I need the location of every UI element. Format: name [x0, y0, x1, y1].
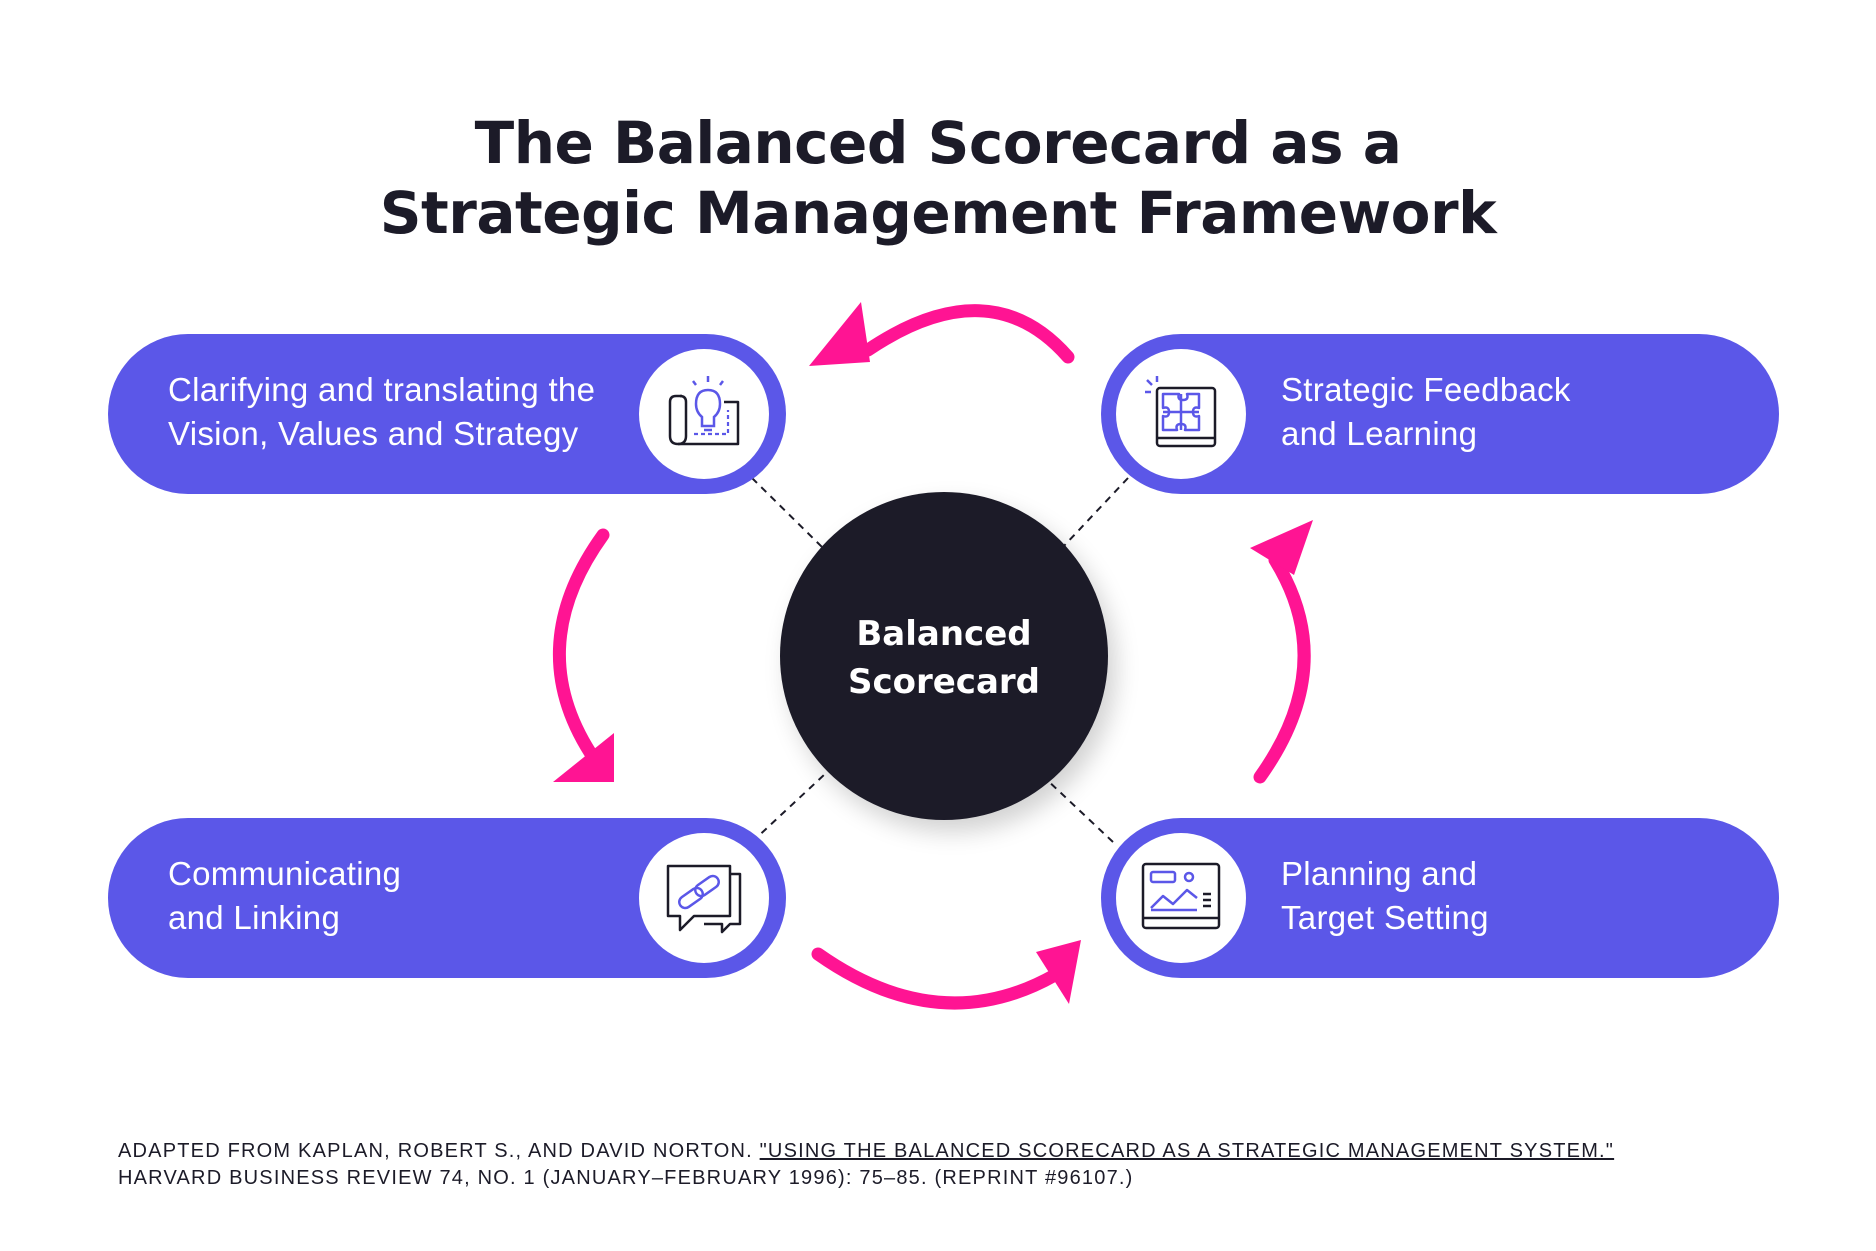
chat-link-icon	[666, 864, 742, 934]
connector-vision	[751, 477, 824, 549]
center-node: Balanced Scorecard	[780, 492, 1108, 820]
node-vision: Clarifying and translating the Vision, V…	[108, 334, 786, 494]
dashboard-chart-icon	[1141, 862, 1221, 930]
connector-feedback	[1061, 477, 1129, 549]
source-line-2: HARVARD BUSINESS REVIEW 74, NO. 1 (JANUA…	[118, 1167, 1134, 1189]
node-planning: Planning and Target Setting	[1101, 818, 1779, 978]
arrow-bottom	[811, 947, 1062, 1010]
arrow-top	[861, 304, 1075, 364]
connector-communicating	[751, 773, 826, 843]
node-planning-label: Planning and Target Setting	[1281, 855, 1489, 936]
arrowhead-right	[1250, 520, 1313, 575]
arrowhead-top	[809, 302, 870, 366]
source-line-1: ADAPTED FROM KAPLAN, ROBERT S., AND DAVI…	[118, 1140, 1615, 1162]
source-citation: ADAPTED FROM KAPLAN, ROBERT S., AND DAVI…	[118, 1138, 1614, 1192]
node-planning-icon-circle	[1116, 833, 1246, 963]
node-communicating-icon-circle	[639, 833, 769, 963]
node-feedback-label: Strategic Feedback and Learning	[1281, 371, 1571, 452]
connector-planning	[1044, 777, 1114, 843]
node-vision-icon-circle	[639, 349, 769, 479]
center-label: Balanced Scorecard	[847, 614, 1041, 702]
arrow-left	[552, 528, 610, 767]
node-communicating-label: Communicating and Linking	[168, 855, 402, 936]
arrowhead-bottom	[1036, 940, 1081, 1004]
diagram-title: The Balanced Scorecard as a Strategic Ma…	[0, 108, 1876, 248]
node-communicating: Communicating and Linking	[108, 818, 786, 978]
title-line-1: The Balanced Scorecard as a	[474, 109, 1402, 177]
puzzle-icon	[1145, 376, 1217, 448]
arrowhead-left	[553, 733, 614, 782]
source-link[interactable]: "USING THE BALANCED SCORECARD AS A STRAT…	[759, 1140, 1615, 1162]
title-line-2: Strategic Management Framework	[379, 179, 1497, 247]
lightbulb-blueprint-icon	[668, 376, 740, 446]
node-feedback-icon-circle	[1116, 349, 1246, 479]
node-feedback: Strategic Feedback and Learning	[1101, 334, 1779, 494]
arrow-right	[1253, 553, 1311, 784]
node-vision-label: Clarifying and translating the Vision, V…	[168, 371, 596, 452]
